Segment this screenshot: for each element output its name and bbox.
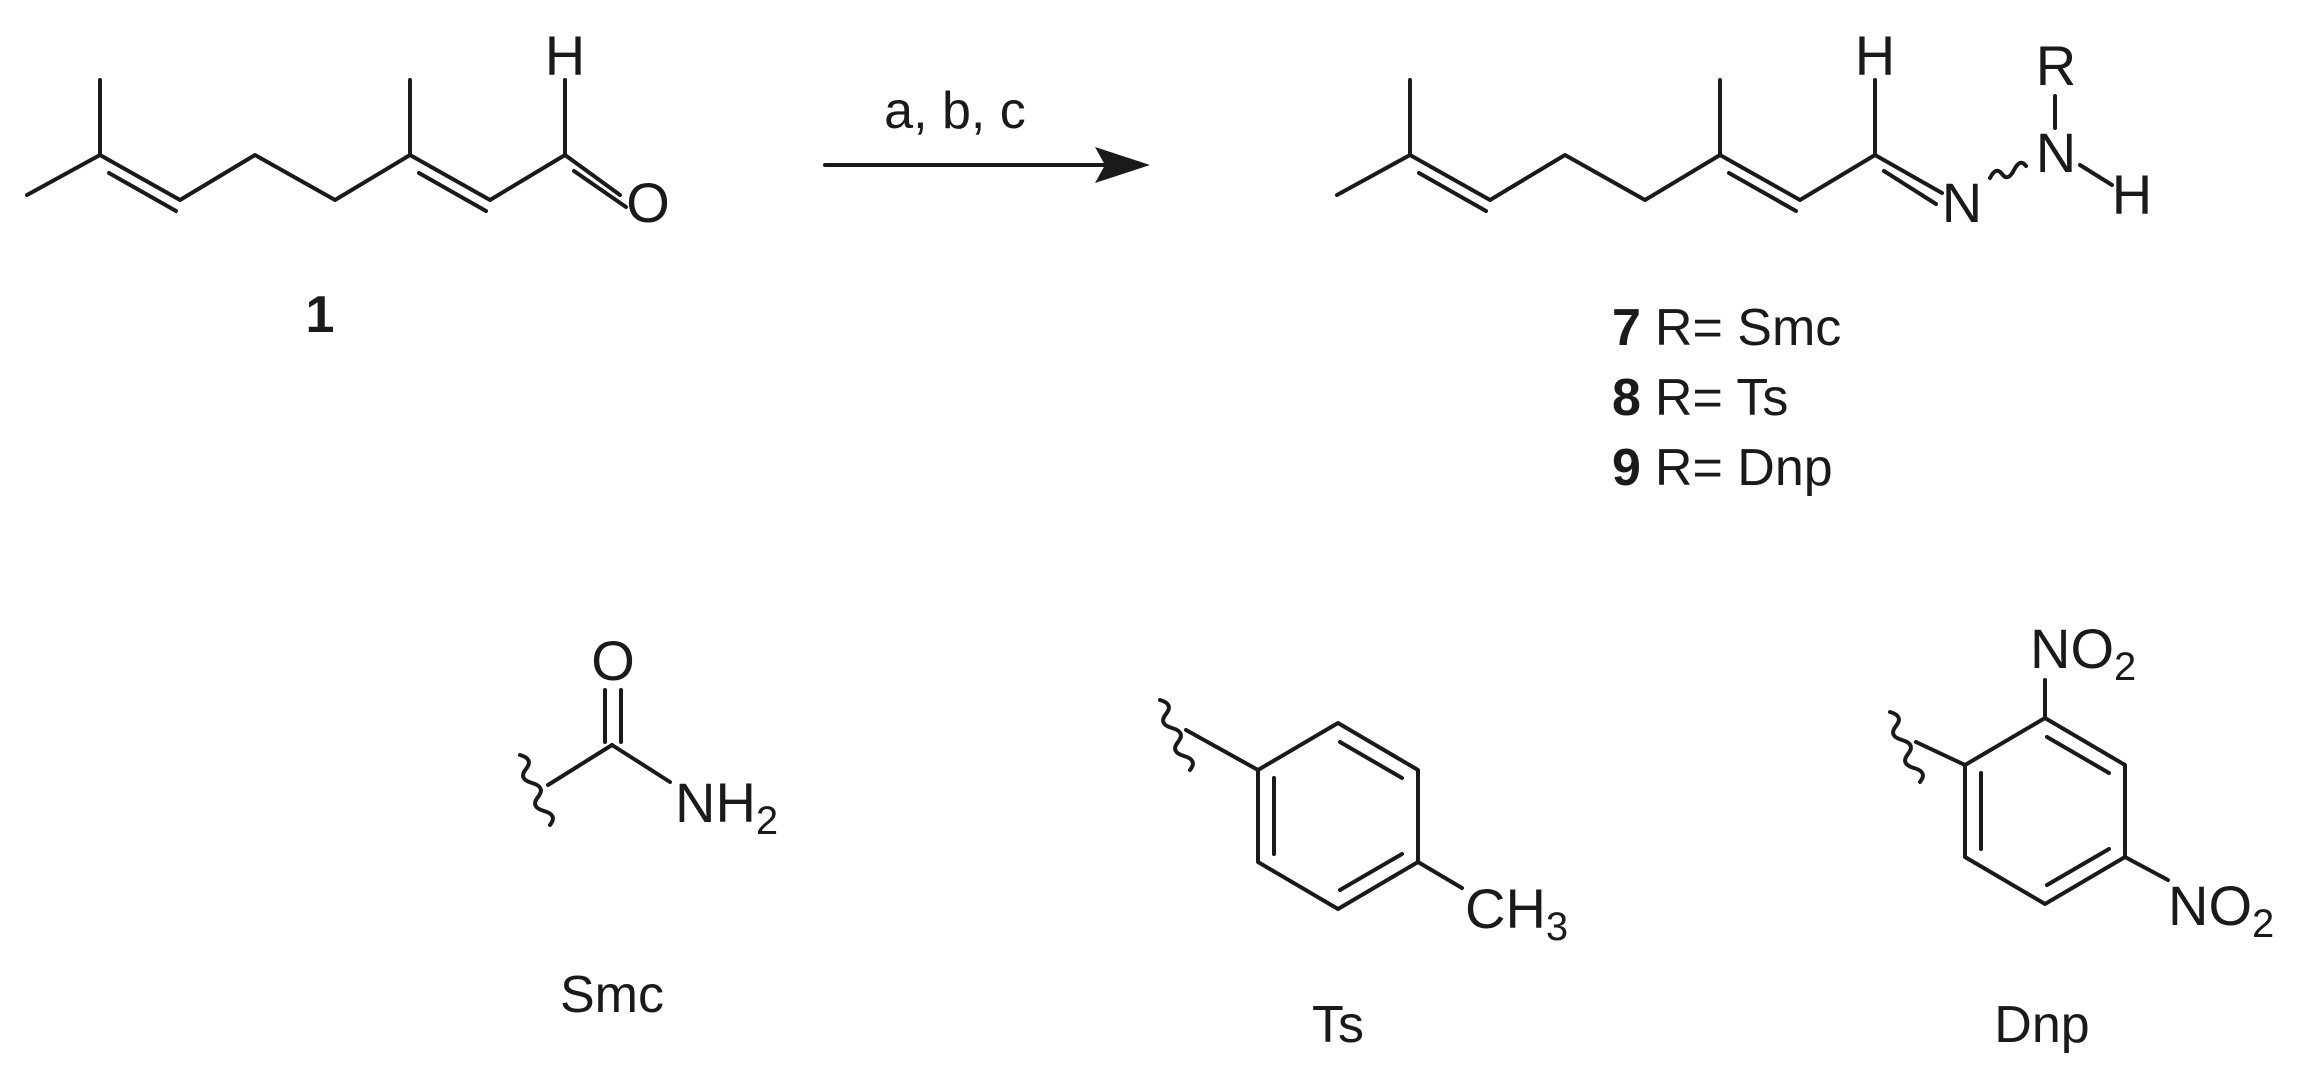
dnp-para-no2: NO2 [2168, 874, 2274, 946]
geranial-double-bond-2 [417, 171, 488, 213]
smc-nh-subscript: 2 [756, 799, 778, 843]
hydrazone-imine-n: N [1942, 171, 1982, 234]
geranial-carbonyl-o: O [626, 171, 670, 234]
group-label-ts: Ts [1312, 996, 1364, 1054]
hydrazone-skeleton [1335, 78, 1944, 202]
hydrazone-amine-n: N [2036, 121, 2076, 184]
product-text-7: R= Smc [1655, 299, 1841, 357]
dnp-benzene-ring [1963, 716, 2127, 906]
dnp-ortho-no-subscript: 2 [2114, 645, 2136, 689]
arrow-head [1095, 147, 1150, 183]
molecule-hydrazone: H N N R H [1335, 24, 2152, 234]
dnp-ring-inner-bond-1 [2045, 735, 2111, 775]
smc-nh2: NH2 [675, 771, 778, 843]
smc-nh-text: NH [675, 771, 756, 834]
compound-number-1: 1 [306, 286, 335, 344]
geranial-aldehyde-h: H [545, 24, 585, 87]
group-label-dnp: Dnp [1994, 996, 2089, 1054]
product-text-8: R= Ts [1655, 369, 1788, 427]
hydrazone-amine-h: H [2112, 163, 2152, 226]
ts-ch-text: CH [1465, 877, 1546, 940]
dnp-ortho-no2: NO2 [2030, 617, 2136, 689]
group-label-smc: Smc [560, 966, 664, 1024]
dnp-bond-to-para-nitro [2123, 855, 2170, 882]
group-dnp: NO2 NO2 Dnp [1888, 617, 2274, 1054]
hydrazone-r-group: R [2036, 34, 2076, 97]
ts-bond-to-ring [1184, 728, 1260, 772]
ts-ring-inner-bond-1 [1338, 740, 1404, 780]
ts-ch-subscript: 3 [1546, 905, 1568, 949]
hydrazone-imine-double-bond [1882, 169, 1938, 206]
dnp-para-no-text: NO [2168, 874, 2252, 937]
product-number-7: 7 [1612, 299, 1641, 357]
reaction-conditions: a, b, c [884, 82, 1026, 140]
ts-bond-to-methyl [1416, 860, 1464, 890]
product-text-9: R= Dnp [1655, 439, 1833, 497]
smc-wavy-attachment [518, 753, 555, 827]
dnp-ring-inner-bond-2 [2045, 847, 2111, 887]
group-smc: O NH2 Smc [518, 629, 778, 1024]
group-ts: CH3 Ts [1158, 698, 1568, 1054]
dnp-ortho-no-text: NO [2030, 617, 2114, 680]
smc-carbonyl-o: O [591, 629, 635, 692]
hydrazone-wavy-nn-bond [1988, 160, 2028, 180]
molecule-geranial: H O 1 [25, 24, 670, 344]
reaction-arrow: a, b, c [823, 82, 1150, 183]
geranial-carbonyl-double-bond [572, 169, 628, 209]
hydrazone-imine-h: H [1855, 24, 1895, 87]
dnp-wavy-attachment [1888, 710, 1925, 784]
smc-c-n-bond [610, 743, 672, 784]
ts-wavy-attachment [1158, 698, 1195, 772]
dnp-para-no-subscript: 2 [2252, 902, 2274, 946]
hydrazone-n-h-bond [2078, 163, 2114, 187]
product-number-8: 8 [1612, 369, 1641, 427]
dnp-bond-to-ring [1914, 740, 1967, 767]
ts-benzene-ring [1256, 721, 1420, 911]
geranial-double-bond-1 [107, 171, 178, 213]
ts-ch3: CH3 [1465, 877, 1568, 949]
geranial-skeleton [25, 78, 622, 202]
product-number-9: 9 [1612, 439, 1641, 497]
hydrazone-double-bond-2 [1727, 171, 1798, 213]
ts-ring-inner-bond-2 [1338, 852, 1404, 892]
hydrazone-double-bond-1 [1417, 171, 1488, 213]
smc-bond-to-carbonyl [546, 743, 614, 787]
